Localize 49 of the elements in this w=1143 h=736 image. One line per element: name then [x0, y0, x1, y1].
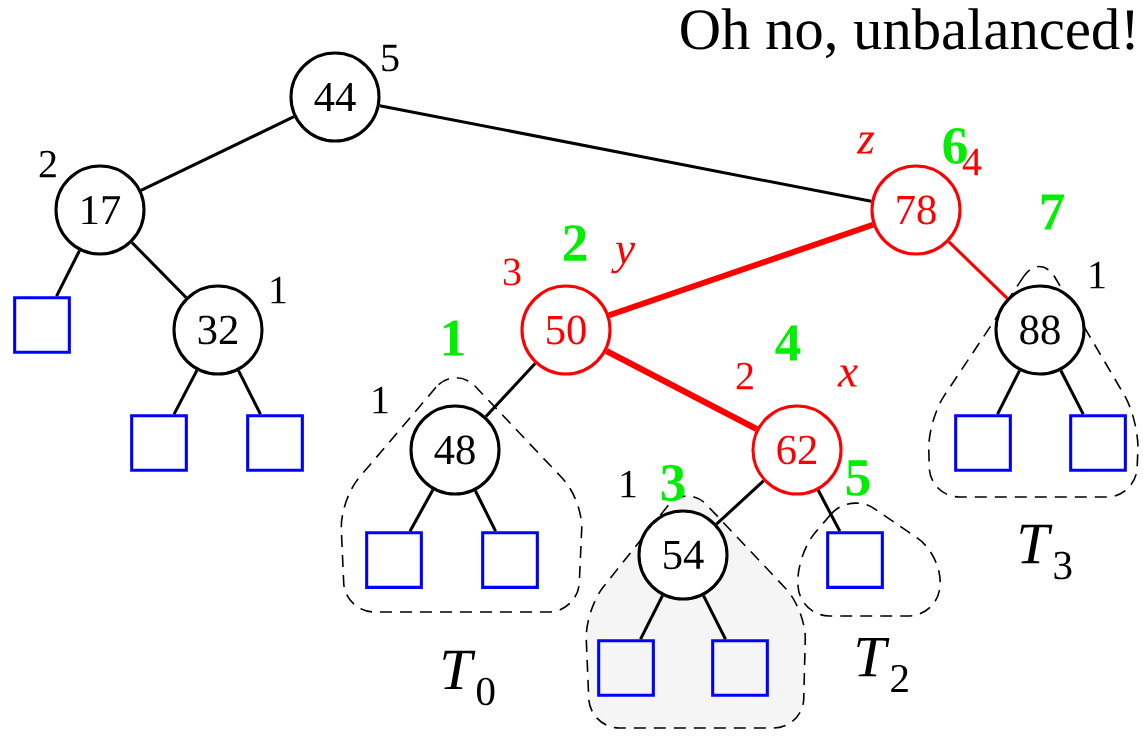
step-number: 3	[661, 465, 685, 501]
tree-edge	[715, 479, 765, 526]
height-label: 1	[1090, 261, 1105, 289]
node-label: y	[611, 242, 636, 274]
leaf-square	[954, 414, 1012, 472]
title: Oh no, unbalanced!	[681, 8, 1134, 58]
step-number: 2	[563, 225, 587, 261]
tree-edge	[408, 489, 435, 532]
tree-edge	[484, 362, 537, 418]
tree-edge	[1059, 369, 1085, 415]
tree-edge	[996, 369, 1021, 415]
leaf-square	[1069, 414, 1127, 472]
tree-edge	[608, 221, 874, 319]
leaf-square	[711, 639, 769, 697]
step-number: 4	[775, 325, 801, 361]
height-label: 1	[621, 470, 636, 498]
leaf-square	[597, 639, 655, 697]
leaf-square	[130, 414, 188, 472]
leaf-square	[365, 531, 423, 589]
tree-edge	[379, 104, 872, 203]
node-label: x	[837, 365, 858, 387]
subtree-label: T$_{0}$	[443, 650, 495, 706]
tree-edge	[237, 369, 262, 415]
step-number: 1	[443, 320, 464, 356]
tree-edge	[605, 348, 758, 432]
height-label: 1	[373, 386, 388, 414]
subtree-label: T$_{3}$	[1020, 524, 1072, 580]
tree-edge	[639, 594, 664, 640]
height-label: 2	[39, 150, 56, 178]
subtree-label: T$_{2}$	[857, 637, 908, 693]
height-label: 5	[382, 44, 399, 72]
height-label: 3	[503, 258, 521, 286]
tree-edge	[947, 240, 1009, 300]
step-number: 5	[846, 460, 870, 496]
tree-edge	[140, 115, 295, 192]
height-label: 2	[736, 362, 753, 390]
leaf-square	[246, 414, 304, 472]
step-number: 7	[1041, 194, 1065, 230]
leaf-square	[481, 531, 539, 589]
node-label: z	[856, 132, 875, 154]
tree-edge	[130, 241, 188, 299]
tree-edge	[474, 490, 497, 532]
leaf-square	[826, 531, 884, 589]
height-label: 1	[271, 276, 286, 304]
tree-edge	[172, 369, 199, 415]
tree-edge	[55, 249, 81, 297]
tree-edge	[702, 594, 727, 640]
tree-edge	[816, 489, 842, 532]
leaf-square	[13, 296, 71, 354]
